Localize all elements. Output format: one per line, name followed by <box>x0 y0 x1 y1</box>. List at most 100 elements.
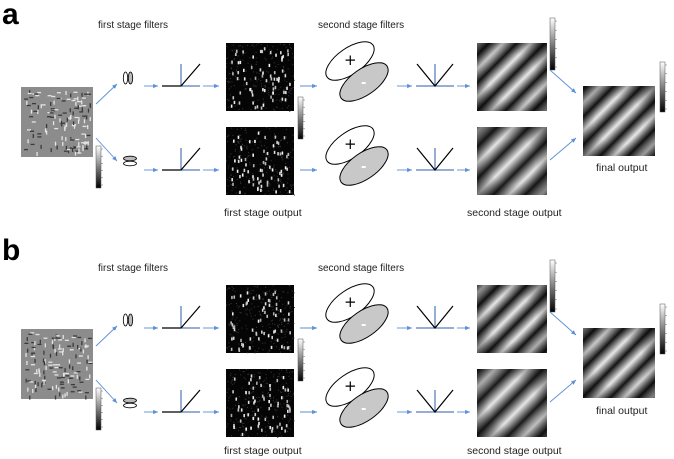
panel-a-top-first-stage-output-noise <box>285 46 287 48</box>
panel-b-bottom-first-stage-output-noise <box>260 407 262 409</box>
panel-b-bottom-first-stage-output-response <box>257 408 260 412</box>
panel-a-stimulus-micropattern <box>61 100 66 102</box>
panel-b-bottom-first-stage-output-response <box>268 399 270 404</box>
panel-b-top-first-stage-output-noise <box>278 348 280 350</box>
panel-a-final-output-colorbar-gradient <box>659 61 666 113</box>
panel-a-bottom-first-stage-output-noise <box>234 150 236 152</box>
panel-a-top-first-stage-output-noise <box>253 95 255 97</box>
panel-b-bottom-first-stage-output-noise <box>289 391 291 393</box>
panel-a-top-first-stage-output-noise <box>231 49 233 51</box>
panel-a-top-first-stage-output-noise <box>229 81 231 83</box>
panel-a-bottom-first-stage-output-noise <box>280 194 282 196</box>
panel-b-bottom-first-stage-output-response <box>250 426 252 430</box>
panel-a-stimulus-micropattern <box>51 110 56 112</box>
panel-b-stimulus-micropattern <box>56 364 61 366</box>
panel-b-top-first-stage-output-noise <box>271 319 273 321</box>
panel-a-bottom-first-stage-output-noise <box>266 127 268 129</box>
panel-b-bottom-first-stage-output-noise <box>247 373 249 375</box>
panel-b-bottom-first-stage-output-noise <box>244 428 246 430</box>
panel-b-bottom-first-stage-output-noise <box>238 430 240 432</box>
panel-a-top-first-stage-output-noise <box>228 88 230 90</box>
panel-a-stimulus-micropattern <box>26 101 28 106</box>
panel-a-stimulus-micropattern <box>66 117 68 122</box>
panel-a-bottom-first-stage-output-noise <box>274 145 276 147</box>
panel-a-bottom-first-stage-output-noise <box>247 152 249 154</box>
panel-a-top-first-stage-output-noise <box>243 84 245 86</box>
panel-a-top-first-stage-output-noise <box>242 108 244 110</box>
panel-b-top-full-wave-rectifier <box>416 305 454 329</box>
panel-b-stimulus-micropattern <box>67 345 72 347</box>
panel-b-bottom-first-stage-output-response <box>258 376 261 380</box>
panel-a-stimulus-micropattern <box>81 100 83 105</box>
panel-a-bottom-first-stage-output-noise <box>278 145 280 147</box>
panel-a-bottom-first-stage-output-noise <box>276 175 278 177</box>
panel-a-top-first-stage-output-noise <box>230 68 232 70</box>
panel-b-bottom-first-stage-output-response <box>282 375 285 380</box>
panel-a-top-first-stage-output-noise <box>251 45 253 47</box>
panel-b-stimulus-micropattern <box>76 374 78 379</box>
panel-a-stimulus-micropattern <box>73 91 78 93</box>
panel-a-top-first-stage-output-noise <box>233 84 235 86</box>
panel-b-top-first-stage-output-noise <box>233 287 235 289</box>
panel-b-stimulus-micropattern <box>39 372 41 377</box>
panel-b-bottom-first-stage-output-noise <box>242 425 244 427</box>
panel-b-top-first-stage-output-noise <box>276 316 278 318</box>
panel-b-arrow-merge-bottom <box>549 379 577 403</box>
panel-a-bottom-first-stage-output-response <box>282 183 285 188</box>
panel-b-top-first-stage-output-noise <box>279 319 281 321</box>
panel-b-top-first-stage-output-noise <box>236 324 238 326</box>
panel-a-top-first-stage-output-noise <box>252 84 254 86</box>
panel-a-top-first-stage-output-response <box>278 76 280 81</box>
panel-a-top-first-stage-output-noise <box>229 78 231 80</box>
panel-b-stimulus-micropattern <box>26 337 28 342</box>
panel-b-top-first-stage-output-noise <box>247 352 249 354</box>
panel-b-top-first-stage-output-noise <box>239 320 241 322</box>
panel-a-top-first-stage-output-noise <box>255 51 257 53</box>
panel-b-top-first-stage-output-noise <box>255 298 257 300</box>
panel-b-top-first-stage-output-response <box>266 314 269 318</box>
panel-a-bottom-first-stage-output-noise <box>269 128 271 130</box>
panel-b-top-first-stage-output-noise <box>244 341 246 343</box>
panel-b-bottom-first-stage-output-noise <box>258 396 260 398</box>
panel-b-top-rectifier <box>162 305 201 329</box>
panel-b-stimulus-micropattern <box>49 367 54 369</box>
panel-a-top-first-stage-output-noise <box>274 109 276 111</box>
panel-b-stimulus-micropattern <box>44 343 46 348</box>
panel-b-top-first-stage-output-response <box>280 329 283 333</box>
panel-b-top-first-stage-output-noise <box>293 307 295 309</box>
panel-a-bottom-first-stage-output-noise <box>252 141 254 143</box>
panel-a-stimulus-micropattern <box>65 145 68 150</box>
panel-b-top-first-stage-output-response <box>258 337 260 341</box>
panel-b-top-first-stage-output-noise <box>236 322 238 324</box>
panel-a-bottom-first-stage-output-noise <box>291 156 293 158</box>
panel-a-top-first-stage-output-noise <box>239 59 241 61</box>
panel-a-top-first-stage-output-response <box>276 77 278 81</box>
panel-a-stimulus-micropattern <box>87 141 89 146</box>
panel-a-stimulus-micropattern <box>65 123 68 128</box>
panel-b-bottom-first-stage-output-noise <box>254 417 256 419</box>
panel-b-bottom-first-stage-output-noise <box>233 421 235 423</box>
panel-a-stimulus-micropattern <box>70 139 75 141</box>
panel-a-bottom-first-stage-output-noise <box>244 192 246 194</box>
panel-b-top-first-stage-output-response <box>233 295 236 299</box>
panel-a-top-first-stage-output-noise <box>231 50 233 52</box>
panel-b-top-first-stage-output-noise <box>264 342 266 344</box>
panel-b-first-filter-vertical-lobe-right <box>127 313 134 327</box>
panel-a-bottom-first-stage-output-noise <box>282 159 284 161</box>
panel-b-top-first-stage-output-noise <box>293 337 295 339</box>
panel-b-bottom-first-stage-output-response <box>282 386 285 390</box>
panel-b-bottom-first-stage-output-response <box>258 421 260 426</box>
panel-b-bottom-first-stage-output-noise <box>265 426 267 428</box>
panel-a-stimulus-micropattern <box>69 147 74 149</box>
panel-b-bottom-first-stage-output-noise <box>270 397 272 399</box>
panel-a-bottom-first-stage-output-noise <box>292 193 294 195</box>
panel-b-bottom-first-stage-output-response <box>237 408 240 412</box>
panel-b-top-first-stage-output-response <box>261 330 263 334</box>
panel-a-bottom-first-stage-output-noise <box>245 132 247 134</box>
panel-b-stimulus-micropattern <box>41 383 43 388</box>
panel-b-stimulus-micropattern <box>43 380 45 385</box>
panel-b-top-first-stage-output-noise <box>231 318 233 320</box>
panel-a-top-first-stage-output-noise <box>280 98 282 100</box>
panel-b-stimulus-micropattern <box>85 378 90 381</box>
panel-a-top-first-stage-output-noise <box>263 101 265 103</box>
